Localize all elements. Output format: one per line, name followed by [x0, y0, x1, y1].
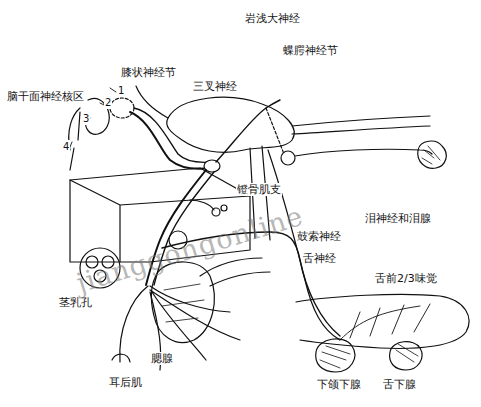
part-label: 舌神经: [302, 252, 337, 265]
part-label: 泪神经和泪腺: [364, 212, 432, 225]
part-label: 膝状神经节: [120, 66, 177, 79]
part-label: 蝶腭神经节: [282, 44, 339, 57]
part-label: 脑干面神经核区: [6, 90, 85, 103]
part-label: 舌下腺: [382, 378, 417, 391]
part-label: 腮腺: [150, 352, 174, 365]
callout-number: 2: [104, 96, 112, 109]
part-label: 三叉神经: [192, 80, 238, 93]
part-label: 下颌下腺: [316, 378, 362, 391]
part-label: 镫骨肌支: [236, 183, 282, 196]
part-label: 茎乳孔: [58, 296, 93, 309]
part-label: 鼓索神经: [296, 230, 342, 243]
part-label: 耳后肌: [108, 376, 143, 389]
callout-number: 4: [62, 140, 70, 153]
callout-number: 1: [117, 84, 125, 97]
callout-number: 3: [82, 112, 90, 125]
part-label: 舌前2/3味觉: [374, 272, 438, 285]
part-label: 岩浅大神经: [244, 12, 301, 25]
